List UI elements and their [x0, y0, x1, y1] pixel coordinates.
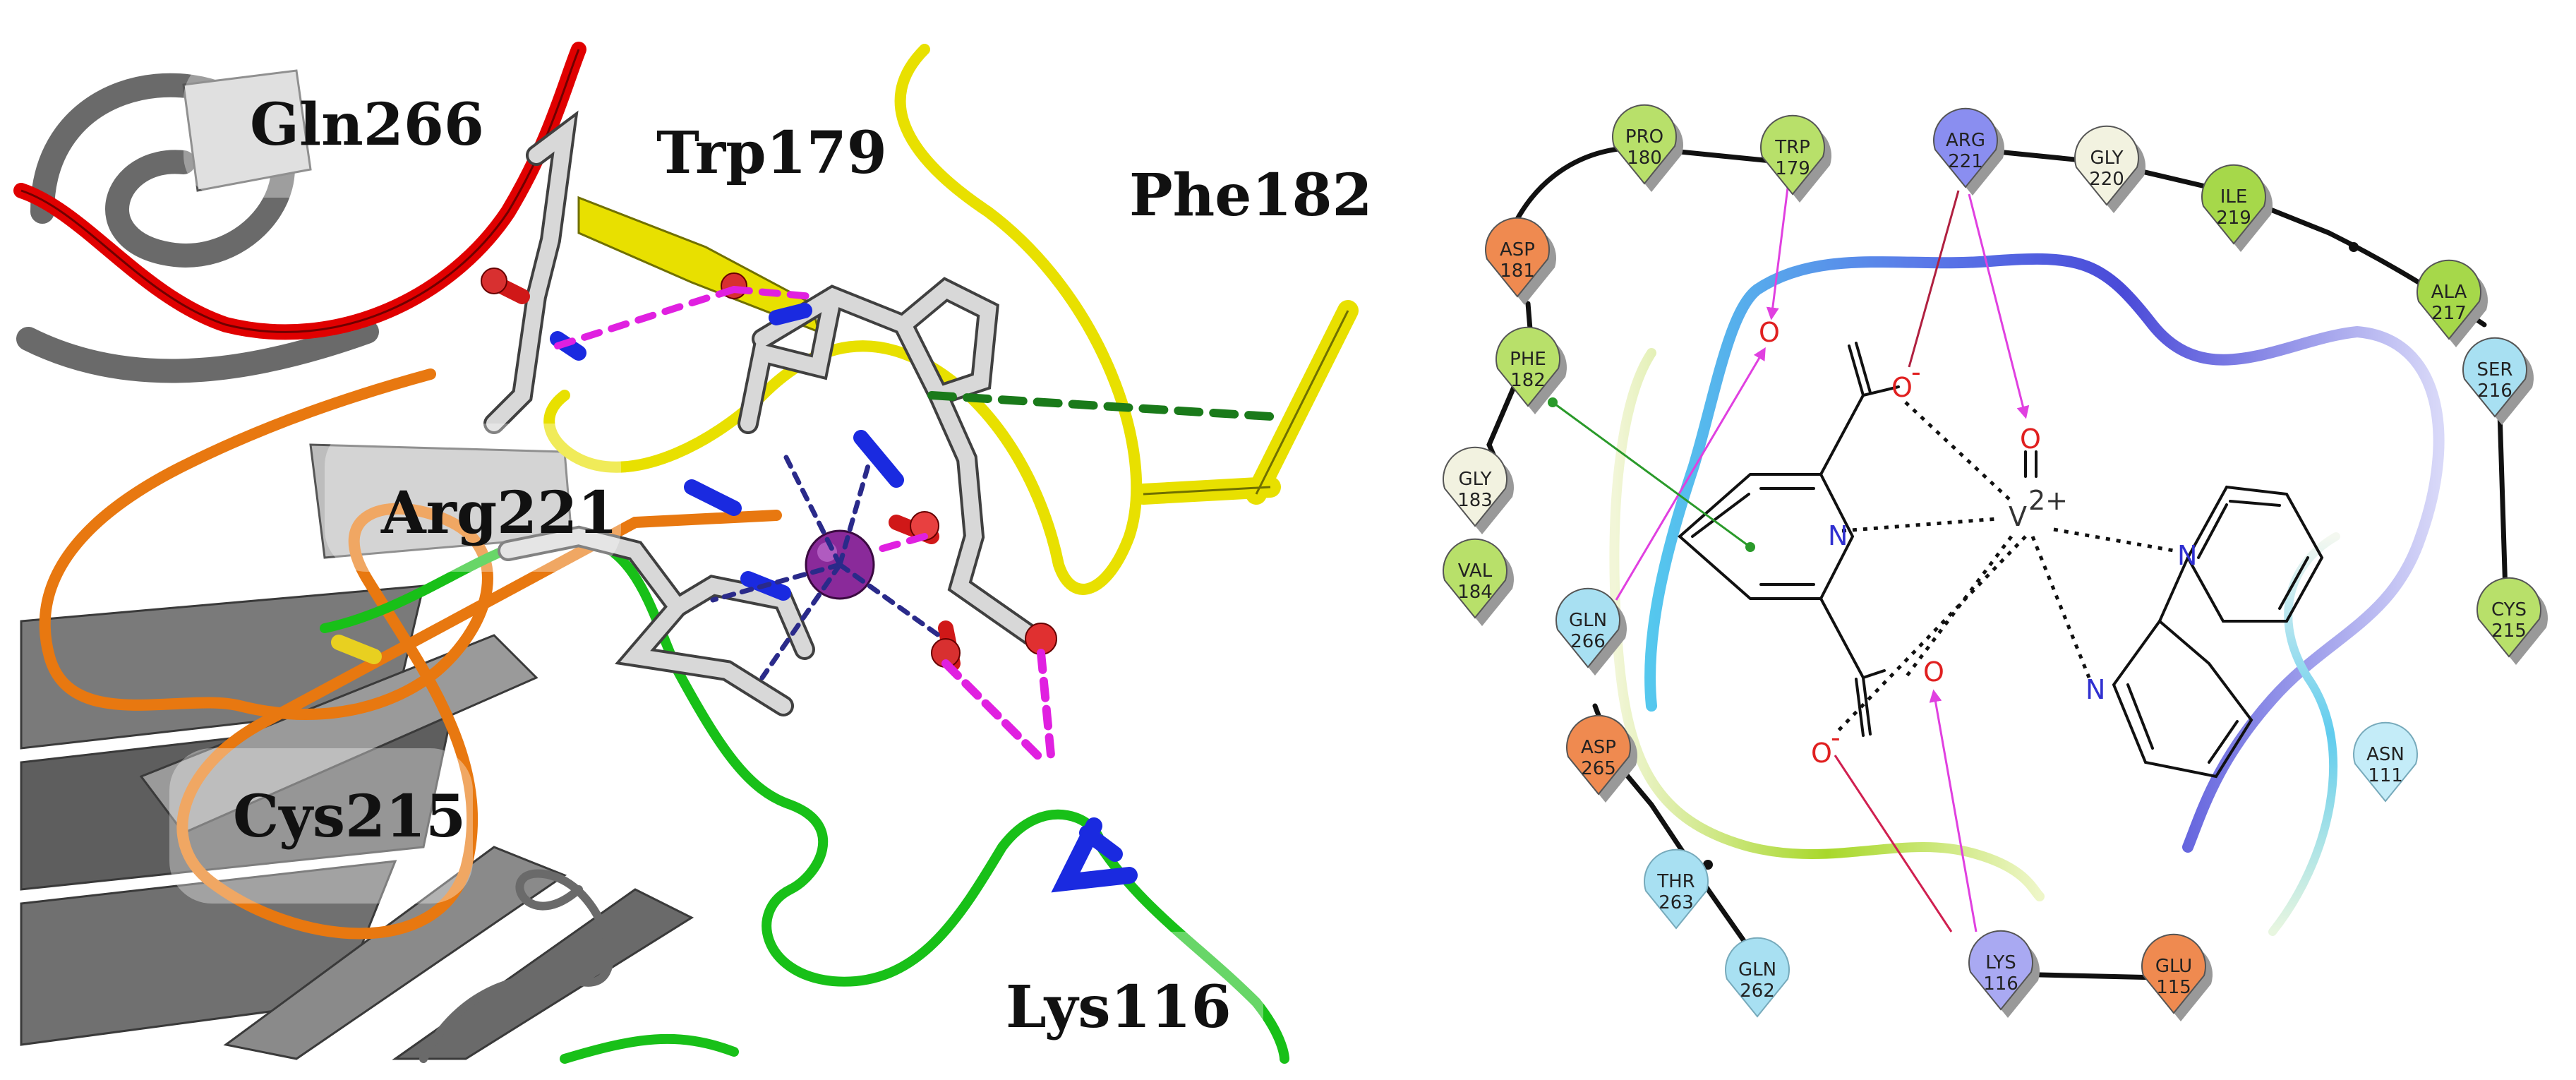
- residue-cys215: CYS 215: [2476, 577, 2548, 665]
- atom-o-top: O: [1759, 317, 1780, 348]
- residue-gln266: GLN 266: [1555, 587, 1627, 676]
- grey-helix: [16, 73, 379, 383]
- atom-o-bottom: O: [1923, 656, 1944, 688]
- ligand-skeleton: [1677, 342, 2324, 779]
- svg-text:GLN: GLN: [1738, 959, 1776, 980]
- label-arg221: Arg221: [380, 479, 618, 547]
- residue-asp181: ASP 181: [1485, 217, 1556, 305]
- backbone-line: [1486, 145, 2508, 980]
- svg-text:265: 265: [1581, 758, 1616, 779]
- svg-text:215: 215: [2491, 620, 2527, 642]
- pocket-blue-line: [1644, 253, 2445, 853]
- atom-o-vanadyl: O: [2020, 424, 2041, 455]
- svg-text:GLY: GLY: [1458, 469, 1491, 490]
- svg-text:ALA: ALA: [2431, 282, 2467, 303]
- oxygen-atom: [481, 268, 507, 294]
- residue-trp179: TRP 179: [1760, 114, 1831, 203]
- green-coil-bottom: [560, 1033, 739, 1064]
- residue-val184: VAL 184: [1443, 538, 1514, 626]
- svg-text:111: 111: [2368, 765, 2403, 786]
- svg-text:GLU: GLU: [2155, 956, 2192, 977]
- svg-text:ARG: ARG: [1946, 130, 1985, 151]
- svg-text:220: 220: [2089, 169, 2124, 190]
- svg-text:SER: SER: [2477, 359, 2513, 380]
- svg-text:262: 262: [1740, 980, 1775, 1002]
- residue-pro180: PRO 180: [1612, 104, 1683, 192]
- interaction-dashes: [554, 286, 1275, 767]
- label-phe182: Phe182: [1129, 162, 1373, 229]
- svg-text:ILE: ILE: [2220, 186, 2248, 208]
- label-lys116: Lys116: [1006, 973, 1232, 1041]
- svg-text:VAL: VAL: [1458, 560, 1493, 582]
- svg-text:115: 115: [2156, 977, 2191, 998]
- svg-text:ASP: ASP: [1581, 737, 1616, 758]
- label-cys215: Cys215: [233, 783, 466, 851]
- coordination-bonds: [1834, 401, 2174, 736]
- residue-thr263: THR 263: [1644, 848, 1709, 930]
- svg-text:181: 181: [1500, 260, 1535, 282]
- svg-text:LYS: LYS: [1985, 952, 2016, 973]
- pocket-cyan-line: [2268, 532, 2340, 936]
- atom-n-pyridine: N: [1828, 520, 1848, 551]
- residue-phe182: PHE 182: [1495, 326, 1567, 414]
- residue-gly183: GLY 183: [1443, 446, 1514, 534]
- residue-ser216: SER 216: [2462, 337, 2534, 425]
- label-gln266: Gln266: [250, 91, 484, 159]
- highlight-blobs: [169, 56, 1263, 1059]
- atom-vanadium: V: [2009, 501, 2027, 532]
- residue-asn111: ASN 111: [2353, 721, 2418, 803]
- label-trp179: Trp179: [656, 119, 887, 187]
- svg-text:217: 217: [2431, 303, 2467, 324]
- residue-glu115: GLU 115: [2141, 933, 2213, 1021]
- svg-text:180: 180: [1627, 148, 1662, 169]
- atom-vanadium-charge: 2+: [2028, 485, 2068, 516]
- yellow-coil: [543, 44, 1143, 595]
- interaction-arrows: [1552, 176, 2030, 932]
- residue-arg221: ARG 221: [1933, 107, 2004, 196]
- svg-text:179: 179: [1775, 158, 1810, 179]
- svg-text:116: 116: [1983, 973, 2018, 995]
- atom-o-minus-bottom: O: [1811, 738, 1832, 769]
- residue-gln262: GLN 262: [1725, 937, 1790, 1018]
- residue-ala217: ALA 217: [2416, 259, 2488, 347]
- residue-ile219: ILE 219: [2201, 164, 2273, 252]
- atom-n-bipy-top: N: [2177, 540, 2197, 571]
- atom-minus-bottom: -: [1831, 722, 1841, 753]
- grey-coil-bottom: [419, 869, 614, 1063]
- svg-text:GLN: GLN: [1569, 610, 1607, 631]
- svg-text:CYS: CYS: [2491, 599, 2527, 620]
- svg-text:THR: THR: [1656, 871, 1695, 892]
- svg-text:184: 184: [1457, 582, 1493, 603]
- svg-text:PRO: PRO: [1625, 126, 1663, 148]
- svg-text:ASP: ASP: [1500, 239, 1535, 260]
- svg-text:ASN: ASN: [2366, 744, 2405, 765]
- svg-text:219: 219: [2216, 208, 2251, 229]
- protein-3d-view: Gln266 Trp179 Phe182 Arg221 Cys215 Lys11…: [13, 42, 1373, 1064]
- pocket-green-line: [1609, 348, 2045, 901]
- svg-text:183: 183: [1457, 490, 1493, 511]
- svg-text:TRP: TRP: [1774, 137, 1810, 158]
- svg-text:216: 216: [2477, 380, 2512, 402]
- residue-lys116: LYS 116: [1968, 930, 2040, 1018]
- svg-text:PHE: PHE: [1510, 349, 1546, 370]
- atom-minus-top: -: [1911, 356, 1921, 388]
- svg-text:263: 263: [1659, 892, 1694, 913]
- residue-bubbles: PRO 180 TRP 179 ARG 221 GLY 220: [1443, 104, 2548, 1021]
- svg-text:221: 221: [1948, 151, 1983, 172]
- grey-helix-light: [182, 69, 573, 559]
- svg-text:182: 182: [1510, 370, 1546, 391]
- residue-asp265: ASP 265: [1566, 714, 1637, 803]
- svg-text:266: 266: [1570, 631, 1606, 652]
- ligand-interaction-2d: O O - O V 2+ N N N O O - PRO 180 TRP 179: [1443, 104, 2548, 1021]
- svg-text:GLY: GLY: [2090, 148, 2123, 169]
- atom-o-minus-top: O: [1891, 372, 1913, 403]
- residue-gly220: GLY 220: [2074, 125, 2145, 213]
- grey-beta-sheet: [20, 584, 694, 1060]
- atom-n-bipy-bottom: N: [2086, 674, 2105, 705]
